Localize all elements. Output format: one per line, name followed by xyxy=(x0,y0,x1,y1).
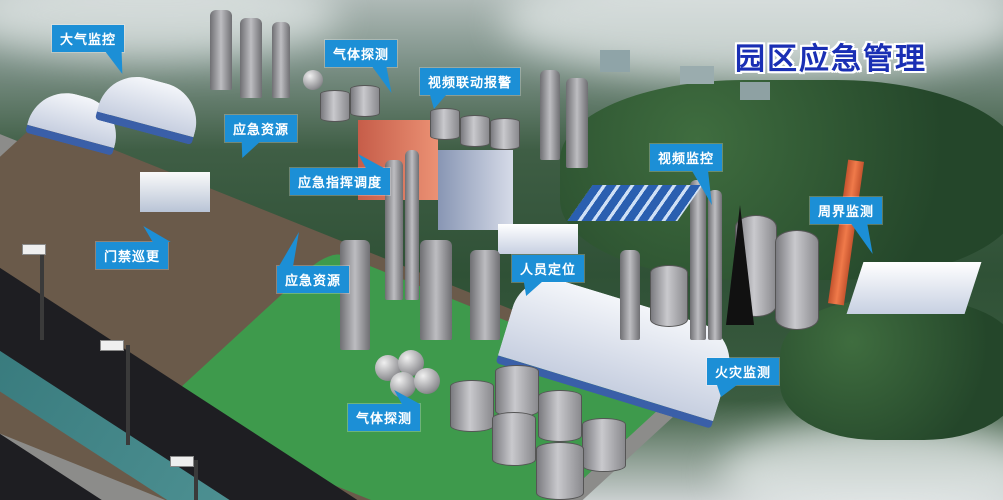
storage-tank xyxy=(350,85,380,117)
process-tower xyxy=(470,250,500,340)
callout-emergency-resources: 应急资源 xyxy=(225,115,298,158)
gatehouse xyxy=(140,172,210,212)
distillation-column xyxy=(385,160,403,300)
callout-emergency-command-dispatch: 应急指挥调度 xyxy=(290,154,391,195)
storage-tank xyxy=(775,230,819,330)
process-tower xyxy=(340,240,370,350)
callout-video-monitoring: 视频监控 xyxy=(650,144,724,205)
storage-tank xyxy=(538,390,582,442)
process-tower xyxy=(240,18,262,98)
storage-tank xyxy=(320,90,350,122)
storage-tank xyxy=(450,380,494,432)
callout-atmosphere-monitoring: 大气监控 xyxy=(52,25,135,74)
gas-sphere xyxy=(390,372,416,398)
page-title: 园区应急管理 xyxy=(735,42,927,77)
callout-access-control-patrol: 门禁巡更 xyxy=(96,226,171,269)
village-house xyxy=(600,50,630,72)
service-building xyxy=(498,224,578,254)
office-building xyxy=(438,150,513,230)
callout-label: 应急资源 xyxy=(233,123,290,138)
callout-pointer xyxy=(228,142,260,158)
callout-label: 门禁巡更 xyxy=(104,250,161,265)
storage-tank xyxy=(536,442,584,500)
storage-tank xyxy=(582,418,626,472)
callout-label: 火灾监测 xyxy=(715,366,772,381)
callout-label: 应急指挥调度 xyxy=(298,176,383,191)
callout-perimeter-monitoring: 周界监测 xyxy=(810,197,885,254)
callout-gas-detection: 气体探测 xyxy=(325,40,402,93)
gas-sphere xyxy=(303,70,323,90)
callout-fire-monitoring: 火灾监测 xyxy=(705,358,780,397)
street-lamp xyxy=(194,460,198,500)
callout-emergency-resources-2: 应急资源 xyxy=(277,232,350,293)
callout-label: 应急资源 xyxy=(285,274,342,289)
forest xyxy=(780,300,1003,440)
process-tower xyxy=(210,10,232,90)
distillation-column xyxy=(405,150,419,300)
callout-label: 人员定位 xyxy=(520,263,577,278)
village-house xyxy=(680,66,714,84)
lamp-head xyxy=(170,456,194,467)
village-house xyxy=(740,82,770,100)
lamp-head xyxy=(100,340,124,351)
perimeter-building xyxy=(846,262,982,314)
callout-label: 气体探测 xyxy=(356,412,413,427)
storage-tank xyxy=(650,265,688,327)
process-tower xyxy=(566,78,588,168)
gas-sphere xyxy=(414,368,440,394)
callout-personnel-positioning: 人员定位 xyxy=(512,255,585,296)
process-tower xyxy=(272,22,290,98)
process-tower xyxy=(420,240,452,340)
callout-pointer xyxy=(421,95,447,109)
distillation-column xyxy=(708,190,722,340)
callout-label: 视频联动报警 xyxy=(428,76,513,91)
storage-tank xyxy=(490,118,520,150)
street-lamp xyxy=(126,345,130,445)
storage-tank xyxy=(430,108,460,140)
street-lamp xyxy=(40,250,44,340)
callout-video-linkage-alarm: 视频联动报警 xyxy=(420,68,521,109)
callout-label: 气体探测 xyxy=(333,48,390,63)
callout-label: 大气监控 xyxy=(60,33,117,48)
lamp-head xyxy=(22,244,46,255)
process-tower xyxy=(620,250,640,340)
callout-gas-detection-2: 气体探测 xyxy=(348,390,421,431)
storage-tank xyxy=(495,365,539,417)
storage-tank xyxy=(460,115,490,147)
callout-label: 周界监测 xyxy=(818,205,875,220)
distillation-column xyxy=(690,180,706,340)
callout-label: 视频监控 xyxy=(658,152,715,167)
storage-tank xyxy=(492,412,536,466)
comm-mast xyxy=(726,205,754,325)
process-tower xyxy=(540,70,560,160)
